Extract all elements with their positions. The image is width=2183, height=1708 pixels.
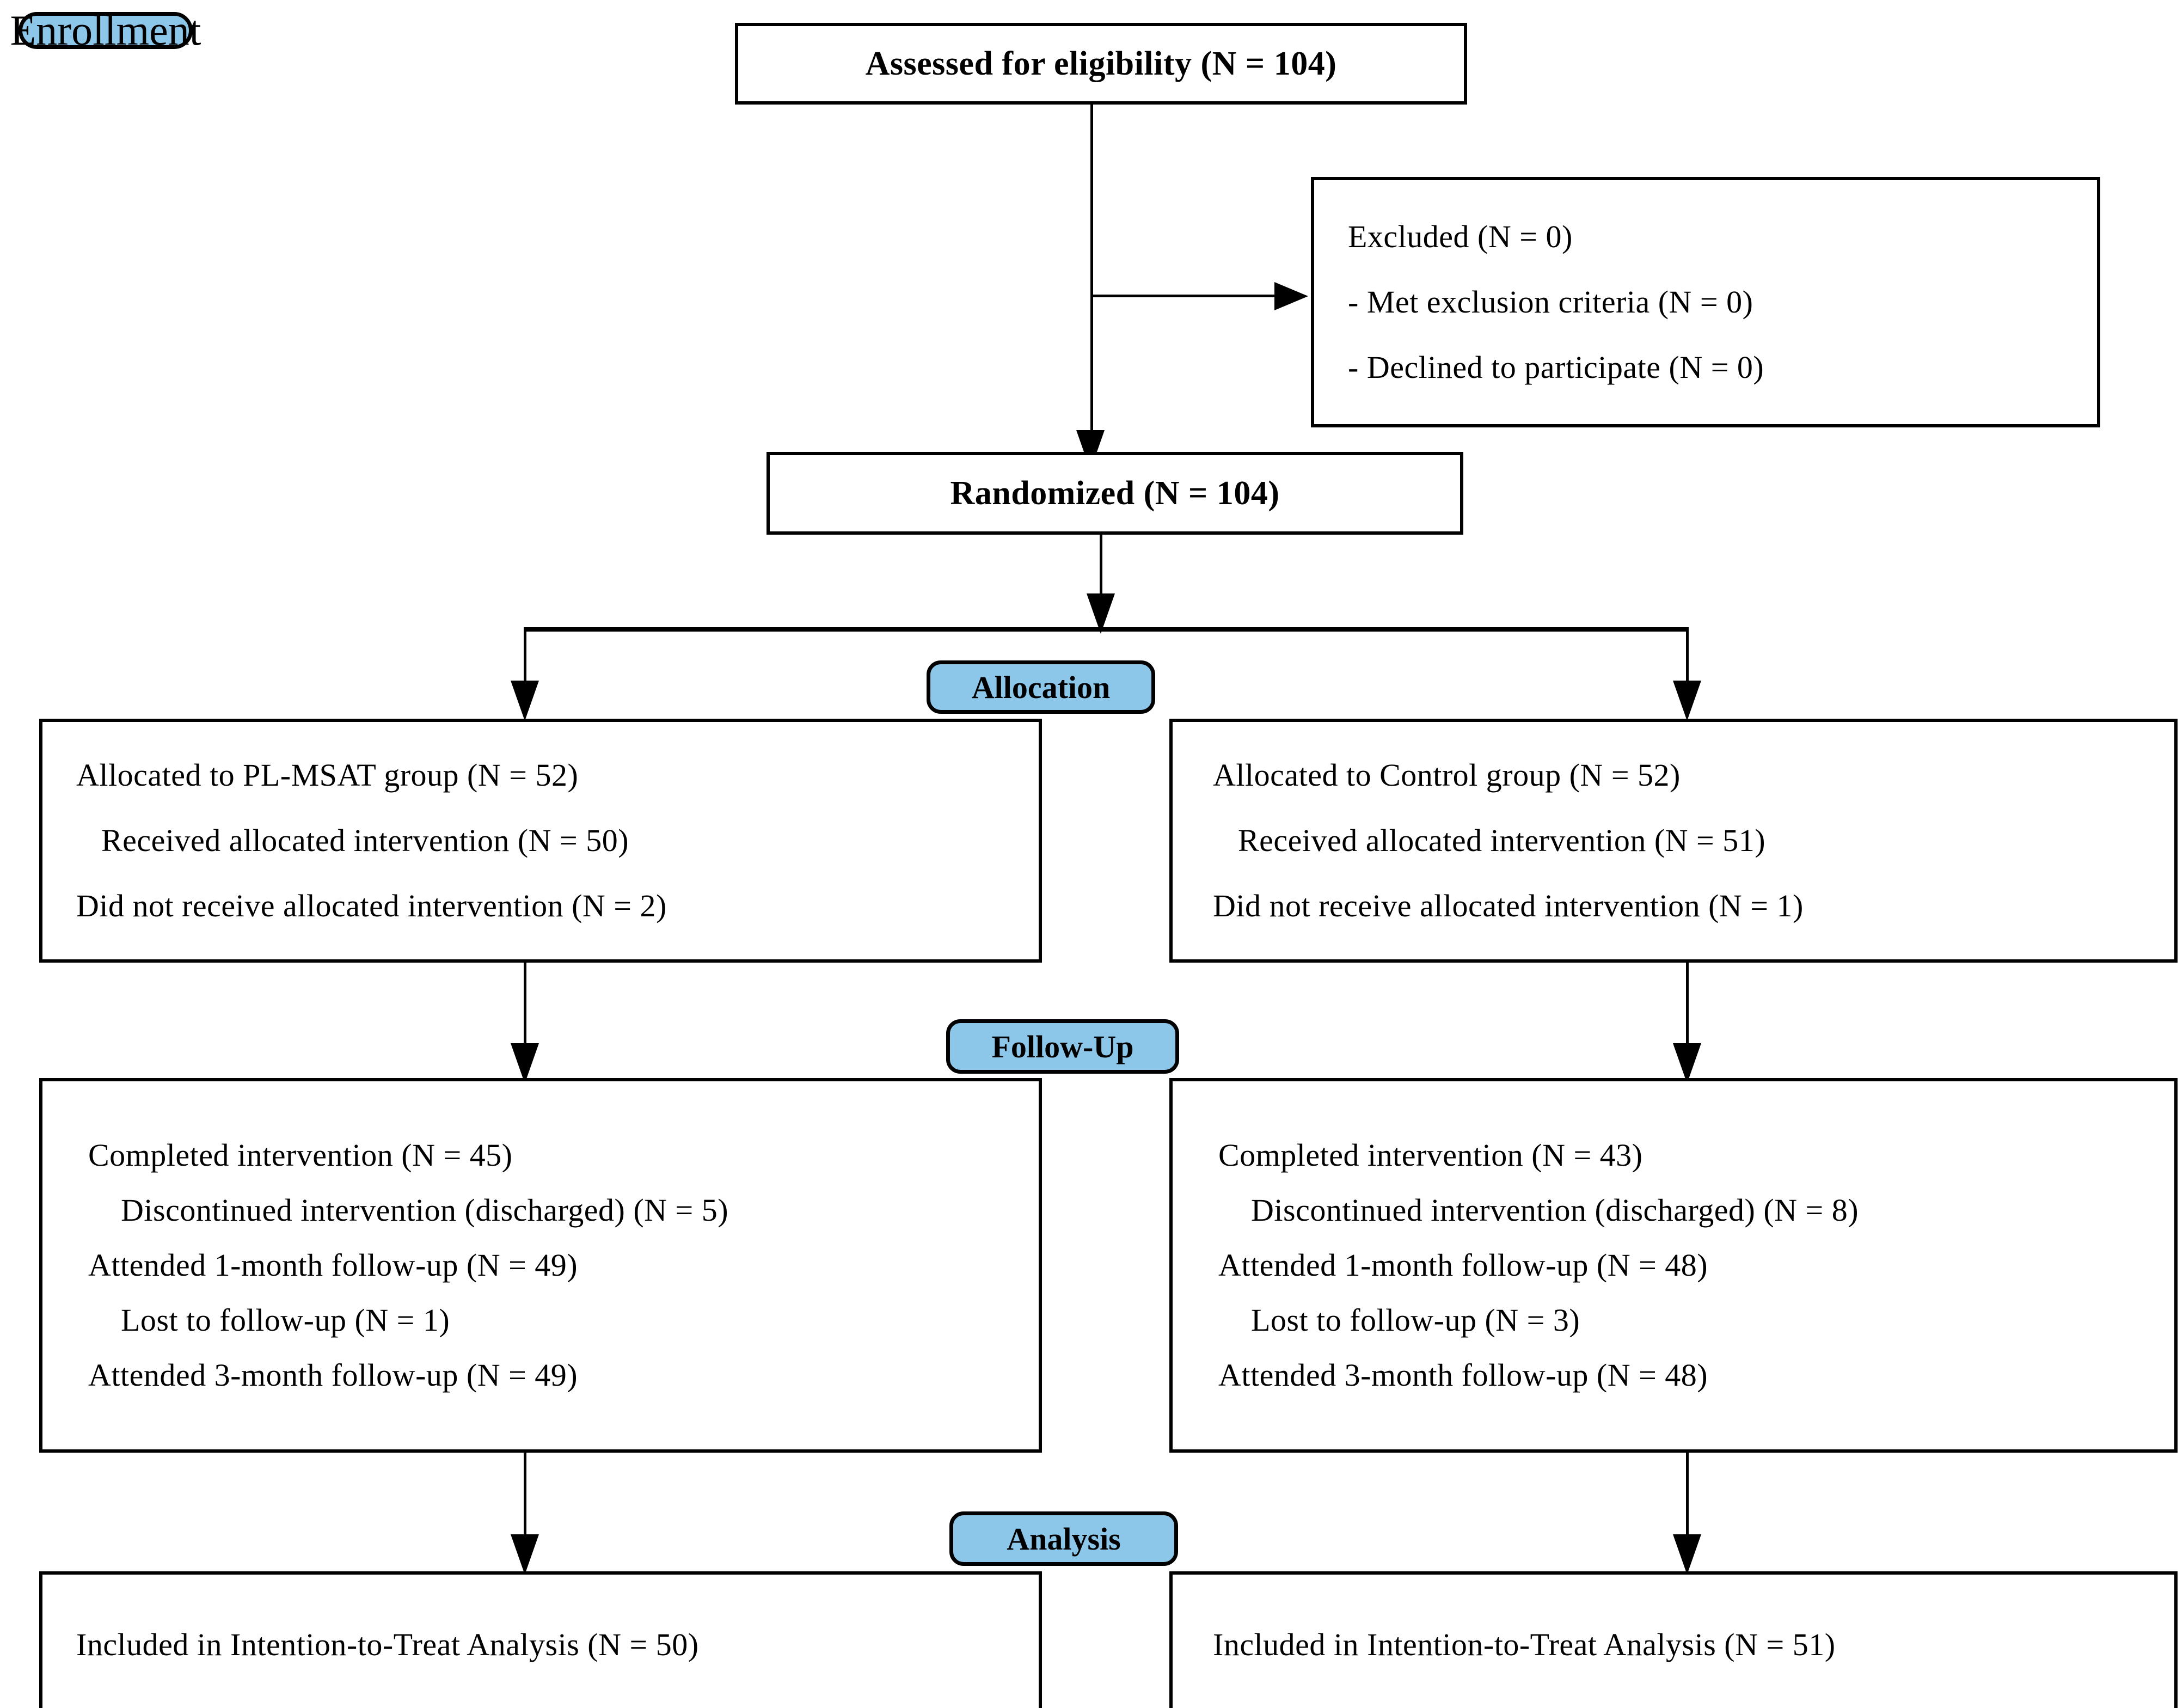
node-followup-left-line-1: Completed intervention (N = 45) bbox=[88, 1137, 513, 1173]
node-analysis-right-line-1: Included in Intention-to-Treat Analysis … bbox=[1213, 1627, 1836, 1662]
node-followup-right-line-5: Attended 3-month follow-up (N = 48) bbox=[1218, 1357, 1708, 1393]
stage-badge-follow-up-label: Follow-Up bbox=[991, 1029, 1134, 1064]
node-assessed-label: Assessed for eligibility (N = 104) bbox=[865, 45, 1337, 82]
connector-allocation-left-vertical bbox=[524, 627, 526, 705]
connector-followup-left-vertical bbox=[524, 963, 526, 1066]
node-excluded: Excluded (N = 0) - Met exclusion criteri… bbox=[1311, 177, 2100, 427]
node-allocation-right-line-1: Allocated to Control group (N = 52) bbox=[1213, 757, 1681, 793]
connector-analysis-right-vertical bbox=[1686, 1453, 1689, 1556]
node-followup-right-line-3: Attended 1-month follow-up (N = 48) bbox=[1218, 1247, 1708, 1283]
node-analysis-left: Included in Intention-to-Treat Analysis … bbox=[39, 1571, 1042, 1708]
node-excluded-reason-2: - Declined to participate (N = 0) bbox=[1348, 350, 1764, 385]
node-followup-left-line-2: Discontinued intervention (discharged) (… bbox=[121, 1192, 729, 1228]
node-followup-left-line-3: Attended 1-month follow-up (N = 49) bbox=[88, 1247, 578, 1283]
node-followup-right-line-4: Lost to follow-up (N = 3) bbox=[1251, 1302, 1580, 1338]
stage-badge-enrollment: Enrollment bbox=[10, 7, 201, 54]
arrowhead-to-allocation-left bbox=[511, 681, 539, 721]
stage-badge-allocation-label: Allocation bbox=[971, 669, 1111, 705]
node-randomized-label: Randomized (N = 104) bbox=[950, 474, 1280, 512]
stage-badge-analysis: Analysis bbox=[949, 1511, 1178, 1566]
arrowhead-to-analysis-right bbox=[1673, 1534, 1701, 1575]
arrowhead-to-excluded bbox=[1274, 282, 1308, 310]
node-analysis-right: Included in Intention-to-Treat Analysis … bbox=[1169, 1571, 2178, 1708]
connector-excluded-horizontal bbox=[1090, 295, 1274, 297]
node-followup-left-line-4: Lost to follow-up (N = 1) bbox=[121, 1302, 450, 1338]
node-followup-right-line-2: Discontinued intervention (discharged) (… bbox=[1251, 1192, 1859, 1228]
node-assessed-for-eligibility: Assessed for eligibility (N = 104) bbox=[735, 23, 1467, 105]
stage-badge-follow-up: Follow-Up bbox=[946, 1019, 1179, 1074]
node-allocation-left: Allocated to PL-MSAT group (N = 52) Rece… bbox=[39, 719, 1042, 963]
connector-followup-right-vertical bbox=[1686, 963, 1689, 1066]
arrowhead-randomized-split bbox=[1087, 593, 1115, 634]
arrowhead-to-allocation-right bbox=[1673, 681, 1701, 721]
node-randomized: Randomized (N = 104) bbox=[766, 452, 1463, 535]
stage-badge-allocation: Allocation bbox=[927, 660, 1155, 714]
connector-allocation-right-vertical bbox=[1686, 627, 1689, 705]
node-followup-left-line-5: Attended 3-month follow-up (N = 49) bbox=[88, 1357, 578, 1393]
node-analysis-left-line-1: Included in Intention-to-Treat Analysis … bbox=[76, 1627, 699, 1662]
node-followup-left: Completed intervention (N = 45) Disconti… bbox=[39, 1078, 1042, 1453]
connector-randomized-vertical bbox=[1100, 535, 1102, 616]
arrowhead-to-followup-right bbox=[1673, 1043, 1701, 1083]
connector-analysis-left-vertical bbox=[524, 1453, 526, 1556]
node-excluded-heading: Excluded (N = 0) bbox=[1348, 219, 1573, 254]
node-allocation-right-line-3: Did not receive allocated intervention (… bbox=[1213, 888, 1804, 923]
node-excluded-reason-1: - Met exclusion criteria (N = 0) bbox=[1348, 284, 1753, 320]
node-allocation-left-line-3: Did not receive allocated intervention (… bbox=[76, 888, 667, 923]
node-allocation-right: Allocated to Control group (N = 52) Rece… bbox=[1169, 719, 2178, 963]
stage-badge-enrollment-label: Enrollment bbox=[10, 7, 201, 54]
node-allocation-right-line-2: Received allocated intervention (N = 51) bbox=[1238, 823, 1766, 858]
node-followup-right: Completed intervention (N = 43) Disconti… bbox=[1169, 1078, 2178, 1453]
arrowhead-to-followup-left bbox=[511, 1043, 539, 1083]
stage-badge-analysis-label: Analysis bbox=[1007, 1521, 1121, 1557]
node-allocation-left-line-1: Allocated to PL-MSAT group (N = 52) bbox=[76, 757, 579, 793]
arrowhead-to-analysis-left bbox=[511, 1534, 539, 1575]
node-allocation-left-line-2: Received allocated intervention (N = 50) bbox=[101, 823, 629, 858]
connector-assessed-vertical bbox=[1090, 105, 1093, 453]
node-followup-right-line-1: Completed intervention (N = 43) bbox=[1218, 1137, 1643, 1173]
